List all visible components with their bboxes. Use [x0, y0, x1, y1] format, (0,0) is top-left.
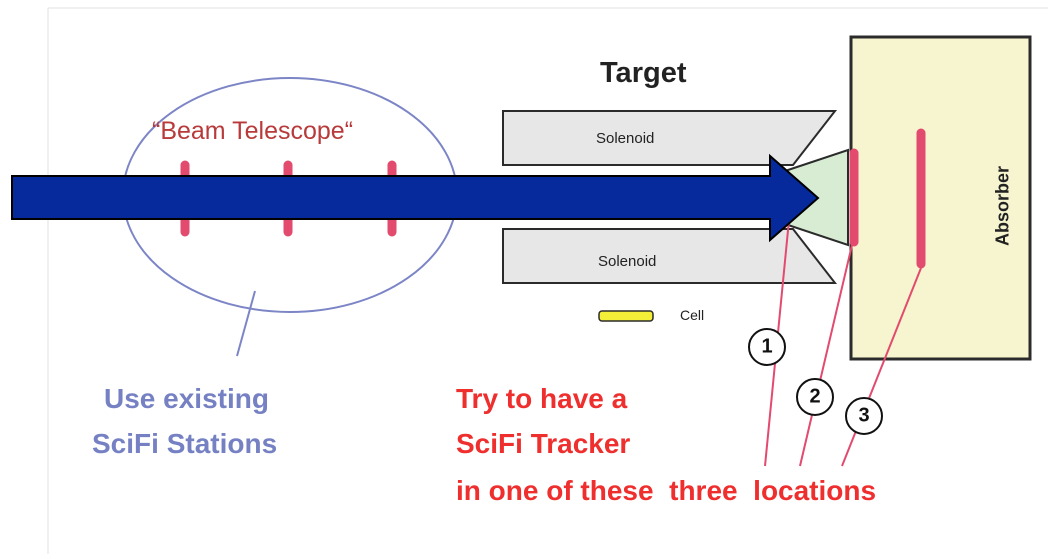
cell-label: Cell [680, 307, 705, 323]
absorber-box [849, 35, 1032, 361]
cell-swatch [598, 310, 654, 322]
location-1-circle [748, 328, 786, 366]
location-3-pointer [841, 267, 922, 467]
use-existing-line-2: SciFi Stations [92, 428, 278, 459]
location-2-number: 2 [809, 385, 821, 408]
try-line-3: in one of these three locations [456, 475, 877, 506]
beam-telescope-label: “Beam Telescope“ [152, 117, 354, 145]
solenoid-bottom-label: Solenoid [598, 253, 657, 270]
solenoid-top [502, 110, 838, 166]
solenoid-top-label: Solenoid [596, 130, 655, 147]
solenoid-bottom [502, 228, 838, 284]
use-existing-line-1: Use existing [104, 383, 269, 414]
location-1-number: 1 [761, 335, 773, 358]
beam-arrow [11, 153, 820, 243]
location-2-circle [796, 378, 834, 416]
absorber-label: Absorber [992, 165, 1013, 247]
location-3-circle [845, 397, 883, 435]
telescope-pointer-line [236, 290, 256, 357]
target-label: Target [600, 57, 687, 89]
location-2-pointer [799, 244, 853, 467]
try-line-1: Try to have a [456, 383, 628, 414]
try-line-2: SciFi Tracker [456, 428, 631, 459]
location-3-number: 3 [858, 404, 870, 427]
